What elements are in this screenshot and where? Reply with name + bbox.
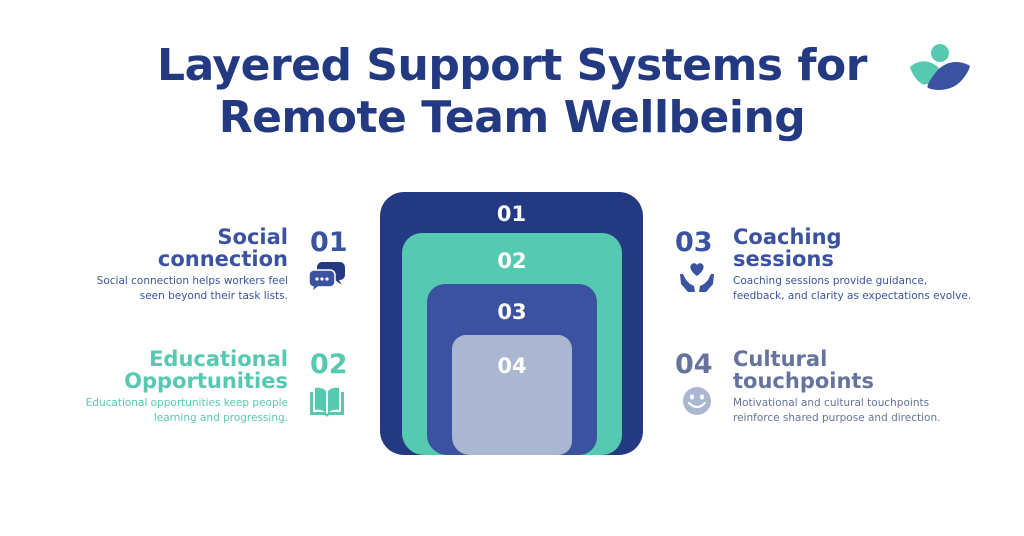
item-title-line: Coaching	[733, 225, 842, 249]
item-description-line: Social connection helps workers feel	[96, 275, 288, 287]
item-number: 01	[310, 227, 348, 258]
item-title: Educational Opportunities	[80, 348, 288, 392]
item-title-line: Opportunities	[124, 369, 288, 393]
item-title-line: connection	[157, 247, 288, 271]
open-book-icon	[310, 387, 344, 417]
item-number: 04	[675, 349, 713, 380]
item-description: Motivational and cultural touchpoints re…	[733, 396, 993, 426]
item-coaching-sessions: Coaching sessions Coaching sessions prov…	[675, 226, 993, 304]
item-title-line: touchpoints	[733, 369, 874, 393]
item-description-line: learning and progressing.	[153, 412, 288, 424]
item-description: Educational opportunities keep people le…	[80, 396, 288, 426]
item-title: Cultural touchpoints	[733, 348, 993, 392]
item-title: Social connection	[80, 226, 288, 270]
item-social-connection: Social connection Social connection help…	[80, 226, 348, 304]
item-description-line: seen beyond their task lists.	[139, 290, 288, 302]
layer-number: 02	[497, 249, 527, 273]
item-title-line: Cultural	[733, 347, 828, 371]
page-title: Layered Support Systems for Remote Team …	[0, 40, 1024, 144]
item-title-line: sessions	[733, 247, 834, 271]
item-number: 03	[675, 227, 713, 258]
item-cultural-touchpoints: Cultural touchpoints Motivational and cu…	[675, 348, 993, 426]
item-description: Coaching sessions provide guidance, feed…	[733, 274, 993, 304]
person-leaf-logo-icon	[910, 44, 970, 90]
hands-heart-icon	[680, 263, 714, 292]
layer-number: 04	[497, 354, 527, 378]
smiley-face-icon	[683, 387, 711, 415]
item-title-line: Social	[217, 225, 288, 249]
item-description-line: reinforce shared purpose and direction.	[733, 412, 941, 424]
title-line-1: Layered Support Systems for	[157, 40, 867, 91]
title-line-2: Remote Team Wellbeing	[218, 92, 806, 143]
layer-number: 03	[497, 300, 527, 324]
item-description: Social connection helps workers feel see…	[80, 274, 288, 304]
item-title: Coaching sessions	[733, 226, 993, 270]
item-description-line: Motivational and cultural touchpoints	[733, 397, 930, 409]
item-number: 02	[310, 349, 348, 380]
chat-bubbles-icon	[308, 262, 345, 294]
item-educational-opportunities: Educational Opportunities Educational op…	[80, 348, 348, 426]
layer-number: 01	[496, 202, 527, 226]
item-title-line: Educational	[149, 347, 288, 371]
item-description-line: feedback, and clarity as expectations ev…	[733, 290, 972, 302]
item-description-line: Educational opportunities keep people	[85, 397, 288, 409]
layer-04: 04	[452, 335, 572, 455]
item-description-line: Coaching sessions provide guidance,	[733, 275, 928, 287]
